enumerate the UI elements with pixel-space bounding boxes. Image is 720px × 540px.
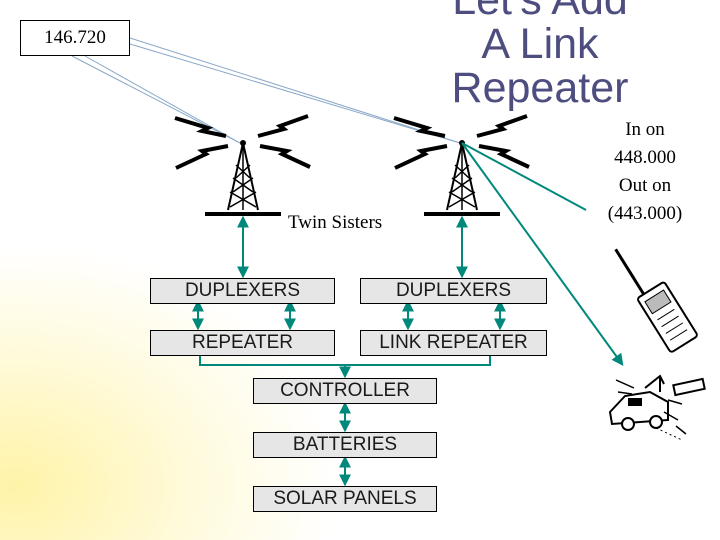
title-line-1: Let's Add: [452, 0, 628, 24]
title-line-3: Repeater: [451, 64, 629, 112]
frequency-label-box: 146.720: [20, 20, 130, 56]
mobile-car-radio-icon: [608, 374, 706, 441]
duplexers-right-box: DUPLEXERS: [360, 278, 547, 304]
radio-tower-right-icon: [393, 114, 530, 216]
slide-title: Let's Add A Link Repeater: [420, 0, 660, 110]
batteries-box: BATTERIES: [253, 432, 437, 458]
link-repeater-box: LINK REPEATER: [360, 330, 547, 356]
twin-sisters-label: Twin Sisters: [288, 212, 383, 233]
controller-box: CONTROLLER: [253, 378, 437, 404]
note-line-2: 448.000: [614, 147, 676, 168]
radio-frequency-note: In on 448.000 Out on (443.000): [585, 116, 705, 228]
connector-lines: [192, 142, 624, 487]
title-line-2: A Link: [481, 20, 599, 68]
duplexers-left-box: DUPLEXERS: [150, 278, 335, 304]
handheld-radio-icon: [614, 248, 698, 353]
note-line-3: Out on: [618, 175, 672, 196]
note-line-4: (443.000): [607, 203, 683, 224]
radio-tower-left-icon: [174, 114, 311, 216]
repeater-box: REPEATER: [150, 330, 335, 356]
note-line-1: In on: [625, 119, 665, 140]
solar-panels-box: SOLAR PANELS: [253, 486, 437, 512]
frequency-pointer-lines: [71, 37, 461, 144]
